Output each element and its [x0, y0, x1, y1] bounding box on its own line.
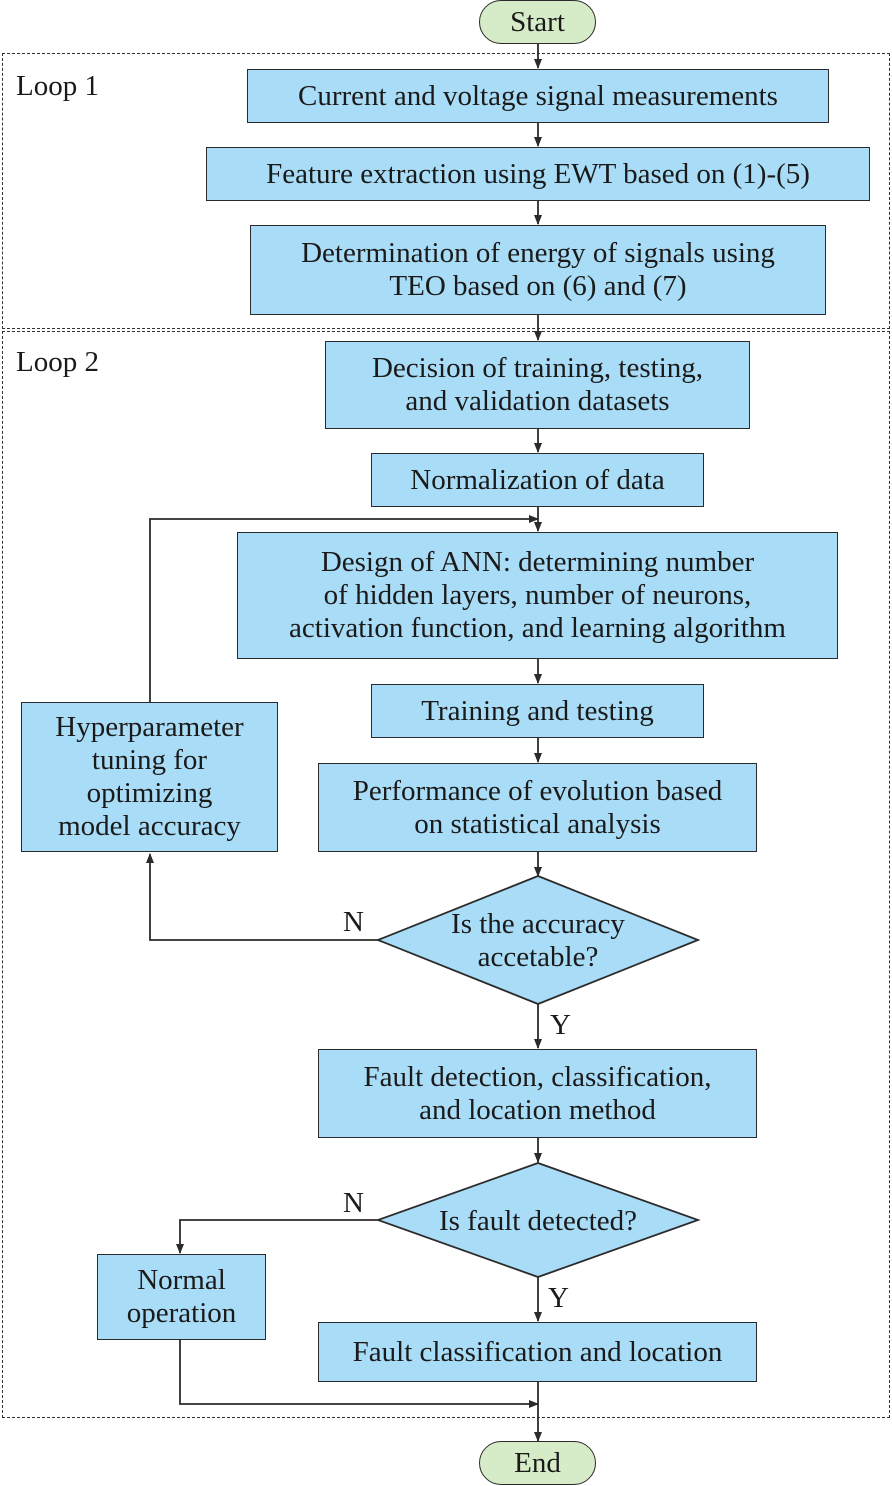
start-terminal: Start	[479, 0, 596, 44]
loop-2-frame	[2, 331, 890, 1418]
fault-yes-label: Y	[548, 1282, 569, 1314]
edge-hyperparameter-loop	[149, 515, 539, 702]
decision-accuracy-shape	[375, 875, 701, 1005]
fault-no-label: N	[343, 1187, 364, 1219]
normal-operation-box: Normal operation	[97, 1254, 266, 1340]
fault-classification-box: Fault classification and location	[318, 1322, 757, 1382]
decision-accuracy-text: Is the accuracy accetable?	[451, 908, 625, 973]
accuracy-yes-label: Y	[550, 1009, 571, 1041]
edge-accuracy-no	[146, 853, 378, 941]
normalization-box: Normalization of data	[371, 453, 704, 507]
decision-fault-shape	[375, 1162, 701, 1278]
performance-box: Performance of evolution based on statis…	[318, 763, 757, 852]
edge-normal-end	[179, 1340, 539, 1408]
energy-box: Determination of energy of signals using…	[250, 225, 826, 315]
end-terminal: End	[479, 1441, 596, 1485]
hyperparameter-box: Hyperparameter tuning for optimizing mod…	[21, 702, 278, 852]
training-box: Training and testing	[371, 684, 704, 738]
loop-2-label: Loop 2	[16, 346, 99, 378]
decision-fault-text: Is fault detected?	[438, 1204, 638, 1237]
loop-1-label: Loop 1	[16, 70, 99, 102]
measurements-box: Current and voltage signal measurements	[247, 69, 829, 123]
fault-method-box: Fault detection, classification, and loc…	[318, 1049, 757, 1138]
accuracy-no-label: N	[343, 906, 364, 938]
edge-fault-no	[176, 1219, 378, 1254]
ann-design-box: Design of ANN: determining number of hid…	[237, 532, 838, 659]
loop-1-frame	[2, 53, 890, 329]
feature-extraction-box: Feature extraction using EWT based on (1…	[206, 147, 870, 201]
datasets-box: Decision of training, testing, and valid…	[325, 341, 750, 429]
